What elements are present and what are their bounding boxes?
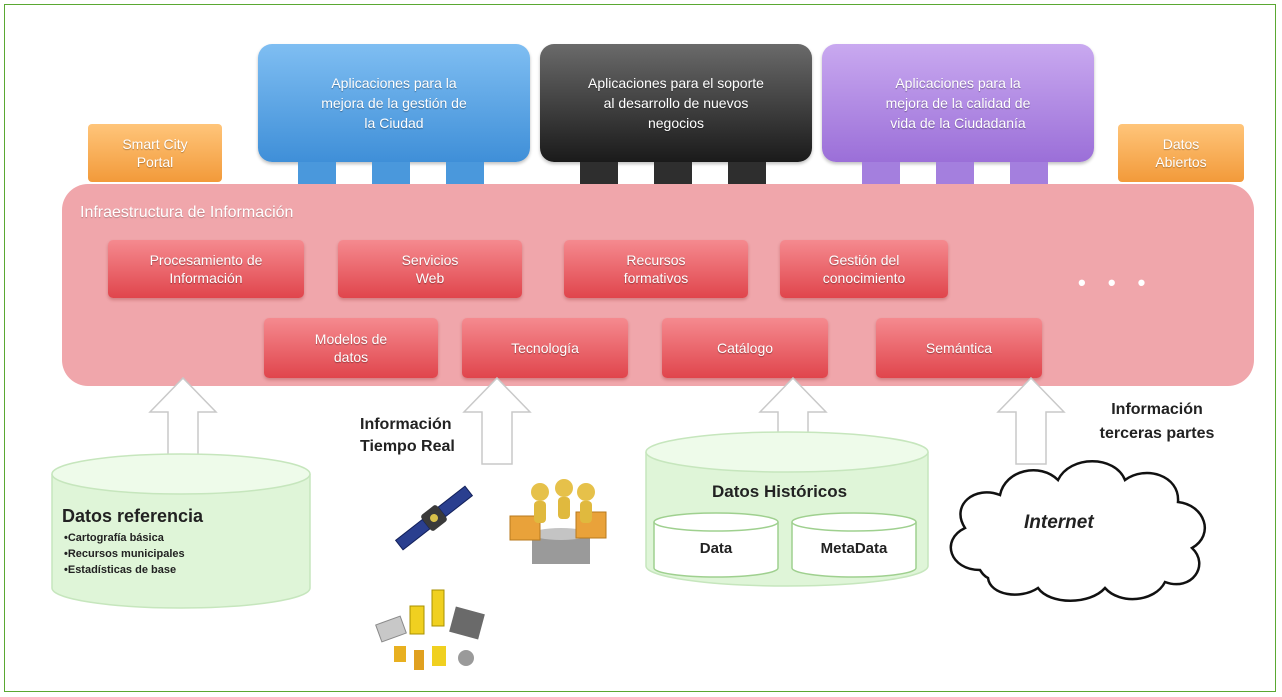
sensors-icon [375,589,485,670]
module-modelos-datos: Modelos de datos [264,318,438,378]
module-label: Semántica [925,340,993,356]
module-label: Catálogo [716,340,774,356]
list-item: •Estadísticas de base [64,564,177,576]
datos-abiertos-label: Datos Abiertos [1155,136,1207,170]
connector-leg [446,162,484,184]
meeting-figures-icon [509,479,607,564]
smart-city-portal-label: Smart City Portal [122,136,188,170]
list-item: •Cartografía básica [64,532,164,544]
internet-cloud-icon [949,460,1207,602]
module-semantica: Semántica [876,318,1042,378]
connector-leg [1010,162,1048,184]
datos-referencia-list: •Cartografía básica •Recursos municipale… [64,530,185,578]
data-cylinder [653,512,779,578]
app-box-negocios: Aplicaciones para el soporte al desarrol… [540,44,812,162]
datos-historicos-title: Datos Históricos [712,482,848,501]
app-box-gestion-ciudad: Aplicaciones para la mejora de la gestió… [258,44,530,162]
app-calidad-vida-label: Aplicaciones para la mejora de la calida… [885,75,1031,131]
metadata-cylinder [791,512,917,578]
module-label: Servicios Web [401,252,459,286]
list-item: •Recursos municipales [64,548,185,560]
app-gestion-ciudad-label: Aplicaciones para la mejora de la gestió… [321,75,467,131]
module-tecnologia: Tecnología [462,318,628,378]
infraestructura-title: Infraestructura de Información [80,204,294,221]
smart-city-portal-box: Smart City Portal [88,124,222,182]
more-dots: • • • [1078,270,1154,295]
diagram-frame [4,4,1276,692]
up-arrow [996,376,1066,465]
module-recursos-formativos: Recursos formativos [564,240,748,298]
datos-referencia-title: Datos referencia [62,506,204,526]
connector-leg [936,162,974,184]
module-servicios-web: Servicios Web [338,240,522,298]
module-procesamiento: Procesamiento de Información [108,240,304,298]
metadata-label: MetaData [820,540,888,557]
connector-leg [862,162,900,184]
module-label: Tecnología [511,340,579,356]
module-gestion-conocimiento: Gestión del conocimiento [780,240,948,298]
module-label: Recursos formativos [623,252,689,286]
satellite-icon [394,485,474,551]
data-label: Data [699,540,733,557]
datos-referencia-cylinder [51,453,311,609]
datos-abiertos-box: Datos Abiertos [1118,124,1244,182]
module-label: Gestión del conocimiento [822,252,906,286]
up-arrow [462,376,532,465]
connector-leg [654,162,692,184]
internet-label: Internet [1024,512,1094,533]
connector-leg [372,162,410,184]
module-catalogo: Catálogo [662,318,828,378]
informacion-tiempo-real-label: Información Tiempo Real [360,416,455,455]
connector-leg [298,162,336,184]
app-negocios-label: Aplicaciones para el soporte al desarrol… [588,75,764,131]
informacion-terceras-label: Información terceras partes [1099,401,1215,442]
connector-leg [728,162,766,184]
app-box-calidad-vida: Aplicaciones para la mejora de la calida… [822,44,1094,162]
module-label: Modelos de datos [314,331,388,365]
module-label: Procesamiento de Información [149,252,263,286]
connector-leg [580,162,618,184]
